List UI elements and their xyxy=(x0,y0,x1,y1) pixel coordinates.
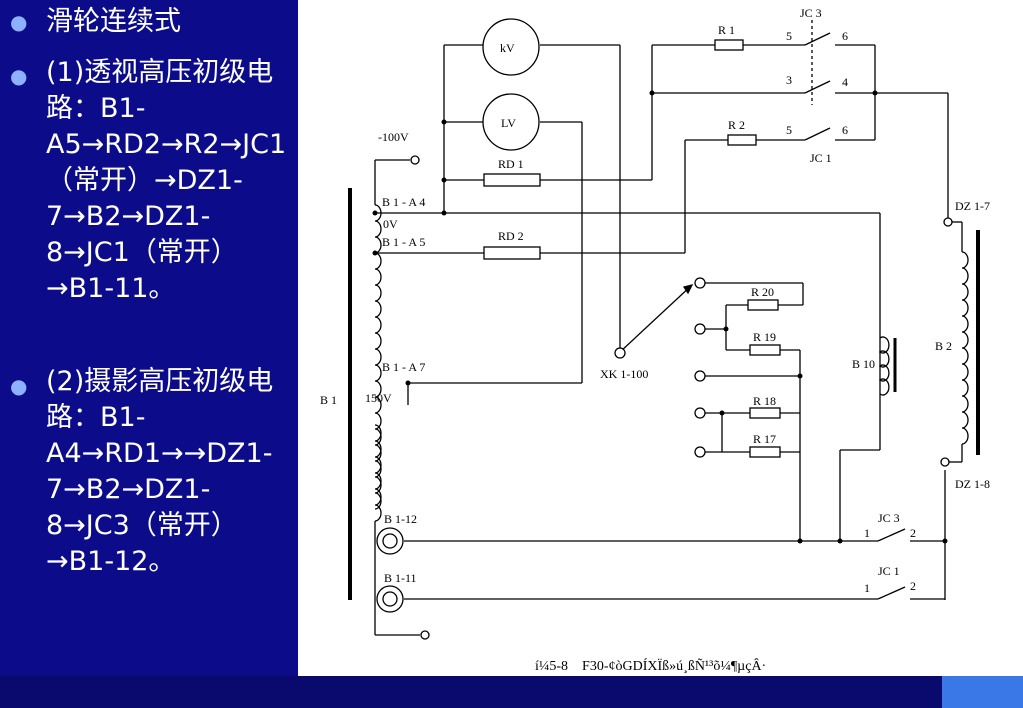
xk-label: XK 1-100 xyxy=(600,367,648,381)
terminal-6-label: 6 xyxy=(842,29,848,43)
bullet-item-radiography: (2)摄影高压初级电路：B1-A4→RD1→→DZ1-7→B2→DZ1-8→JC… xyxy=(46,366,274,577)
r20-resistor xyxy=(747,299,779,311)
lv-label: LV xyxy=(501,116,516,130)
rd1-fuse xyxy=(483,173,541,187)
terminal-5b-label: 5 xyxy=(786,123,792,137)
terminal-5-label: 5 xyxy=(786,29,792,43)
kv-meter-icon xyxy=(482,18,540,76)
r18-label: R 18 xyxy=(753,394,776,408)
text-panel: ● 滑轮连续式 ● (1)透视高压初级电路：B1-A5→RD2→R2→JC1（常… xyxy=(0,0,298,676)
diagram-caption: í¼5-8 F30-¢òGDÍXÏß»ú¸ßÑ¹³õ¼¶µçÂ· xyxy=(535,657,766,674)
r19-resistor xyxy=(749,344,781,356)
b1-a7-label: B 1 - A 7 xyxy=(382,360,425,374)
b2-winding xyxy=(961,251,969,445)
b1-a5-label: B 1 - A 5 xyxy=(382,235,425,249)
b1-12-label: B 1-12 xyxy=(384,512,417,526)
bullet-icon: ● xyxy=(10,374,28,398)
r18-resistor xyxy=(749,407,781,419)
circuit-diagram: kV LV RD 1 RD 2 R 1 R 2 JC 3 JC 1 5 6 3 … xyxy=(320,6,990,674)
lv-meter-icon xyxy=(482,93,540,151)
r2-resistor xyxy=(727,134,757,146)
r17-label: R 17 xyxy=(753,432,776,446)
terminal-2-label: 2 xyxy=(910,526,916,540)
footer-bar xyxy=(0,676,1023,708)
dz1-7-label: DZ 1-7 xyxy=(955,199,990,213)
bullet-icon: ● xyxy=(10,10,28,34)
terminal-1-label: 1 xyxy=(864,526,870,540)
terminal-1b-label: 1 xyxy=(864,581,870,595)
r20-label: R 20 xyxy=(751,285,774,299)
bullet-icon: ● xyxy=(10,64,28,88)
b1-11-label: B 1-11 xyxy=(384,571,417,585)
bullet-item-fluoroscopy: (1)透视高压初级电路：B1-A5→RD2→R2→JC1（常开）→DZ1-7→B… xyxy=(46,57,287,304)
r17-resistor xyxy=(749,446,781,458)
terminal-icon xyxy=(420,630,430,640)
jc1-mid-label: JC 1 xyxy=(810,151,832,165)
zero-v-label: 0V xyxy=(383,217,398,231)
rd2-label: RD 2 xyxy=(498,229,524,243)
dz1-8-label: DZ 1-8 xyxy=(955,477,990,491)
b2-label: B 2 xyxy=(935,339,952,353)
r2-label: R 2 xyxy=(728,118,745,132)
v150-label: 150V xyxy=(365,391,392,405)
b10-winding xyxy=(878,336,890,396)
jc1-bottom-label: JC 1 xyxy=(878,564,900,578)
b1-a4-label: B 1 - A 4 xyxy=(382,195,425,209)
terminal-icon xyxy=(943,217,953,227)
bullet-item-title: 滑轮连续式 xyxy=(46,6,181,37)
b1-label: B 1 xyxy=(320,393,337,407)
terminal-icon xyxy=(410,155,420,165)
terminal-icon xyxy=(940,457,950,467)
r1-resistor xyxy=(714,39,744,51)
terminal-4-label: 4 xyxy=(842,75,848,89)
xk-pivot-icon xyxy=(614,347,626,359)
r1-label: R 1 xyxy=(718,23,735,37)
r19-label: R 19 xyxy=(753,330,776,344)
terminal-6b-label: 6 xyxy=(842,123,848,137)
rd2-fuse xyxy=(483,246,541,260)
jc3-bottom-label: JC 3 xyxy=(878,511,900,525)
rd1-label: RD 1 xyxy=(498,157,524,171)
footer-accent xyxy=(942,676,1023,708)
b1-primary-winding xyxy=(374,204,382,510)
minus-100v-label: -100V xyxy=(378,130,409,144)
terminal-3-label: 3 xyxy=(786,73,792,87)
jc3-top-label: JC 3 xyxy=(800,6,822,20)
b10-label: B 10 xyxy=(852,357,875,371)
b1-lower-winding xyxy=(374,424,382,522)
terminal-2b-label: 2 xyxy=(910,579,916,593)
kv-label: kV xyxy=(500,41,515,55)
circuit-diagram-panel: kV LV RD 1 RD 2 R 1 R 2 JC 3 JC 1 5 6 3 … xyxy=(298,0,1023,676)
